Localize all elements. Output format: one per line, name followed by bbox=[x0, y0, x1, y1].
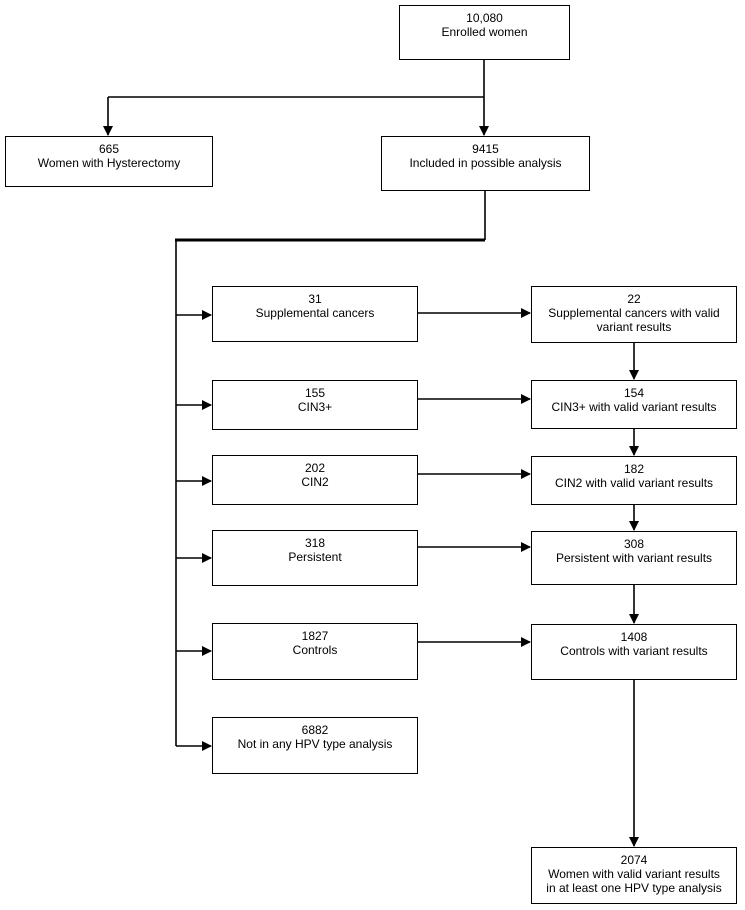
hysterectomy-count: 665 bbox=[98, 142, 120, 156]
cin2-valid-box: 182 CIN2 with valid variant results bbox=[531, 456, 737, 505]
cin2-valid-label: CIN2 with valid variant results bbox=[554, 476, 714, 490]
cin3-count: 155 bbox=[304, 386, 326, 400]
supplemental-count: 31 bbox=[308, 292, 322, 306]
controls-box: 1827 Controls bbox=[212, 623, 418, 680]
controls-valid-label: Controls with variant results bbox=[560, 644, 708, 658]
persistent-label: Persistent bbox=[288, 550, 342, 564]
persistent-valid-box: 308 Persistent with variant results bbox=[531, 531, 737, 585]
not-in-any-label: Not in any HPV type analysis bbox=[237, 737, 393, 751]
persistent-valid-count: 308 bbox=[623, 537, 645, 551]
controls-count: 1827 bbox=[301, 629, 329, 643]
persistent-valid-label: Persistent with variant results bbox=[555, 551, 713, 565]
cin3-valid-count: 154 bbox=[623, 386, 645, 400]
controls-valid-box: 1408 Controls with variant results bbox=[531, 624, 737, 680]
not-in-any-box: 6882 Not in any HPV type analysis bbox=[212, 717, 418, 774]
hysterectomy-box: 665 Women with Hysterectomy bbox=[5, 136, 213, 187]
cin3-box: 155 CIN3+ bbox=[212, 380, 418, 430]
supplemental-box: 31 Supplemental cancers bbox=[212, 286, 418, 342]
supplemental-valid-count: 22 bbox=[627, 292, 641, 306]
supplemental-valid-line2: variant results bbox=[596, 320, 672, 334]
cin2-valid-count: 182 bbox=[623, 462, 645, 476]
persistent-count: 318 bbox=[304, 536, 326, 550]
cin3-label: CIN3+ bbox=[297, 400, 333, 414]
enrolled-count: 10,080 bbox=[466, 11, 503, 25]
final-line1: Women with valid variant results bbox=[548, 867, 720, 881]
supplemental-valid-line1: Supplemental cancers with valid bbox=[548, 306, 720, 320]
enrolled-label: Enrolled women bbox=[441, 25, 528, 39]
included-label: Included in possible analysis bbox=[409, 156, 562, 170]
supplemental-label: Supplemental cancers bbox=[255, 306, 375, 320]
hysterectomy-label: Women with Hysterectomy bbox=[37, 156, 181, 170]
controls-label: Controls bbox=[292, 643, 338, 657]
cin2-count: 202 bbox=[304, 461, 326, 475]
supplemental-valid-box: 22 Supplemental cancers with valid varia… bbox=[531, 286, 737, 343]
final-count: 2074 bbox=[620, 853, 648, 867]
final-line2: in at least one HPV type analysis bbox=[546, 881, 722, 895]
included-box: 9415 Included in possible analysis bbox=[381, 136, 590, 191]
cin2-box: 202 CIN2 bbox=[212, 455, 418, 505]
persistent-box: 318 Persistent bbox=[212, 530, 418, 586]
enrolled-box: 10,080 Enrolled women bbox=[399, 5, 570, 60]
not-in-any-count: 6882 bbox=[301, 723, 329, 737]
cin3-valid-label: CIN3+ with valid variant results bbox=[551, 400, 717, 414]
controls-valid-count: 1408 bbox=[620, 630, 648, 644]
cin2-label: CIN2 bbox=[301, 475, 329, 489]
final-box: 2074 Women with valid variant results in… bbox=[531, 847, 737, 904]
included-count: 9415 bbox=[472, 142, 499, 156]
cin3-valid-box: 154 CIN3+ with valid variant results bbox=[531, 380, 737, 429]
